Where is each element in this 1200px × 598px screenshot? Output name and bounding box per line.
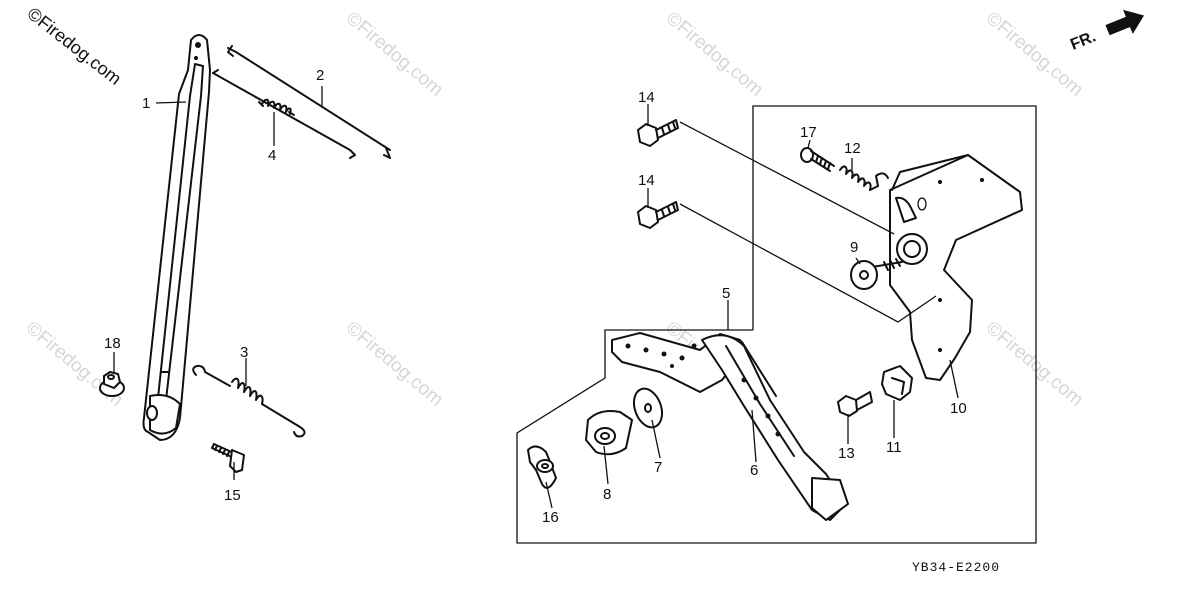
callout-18: 18 — [104, 335, 121, 352]
callout-13: 13 — [838, 445, 855, 462]
part-6-lever — [701, 334, 849, 521]
part-2-rod — [212, 45, 391, 159]
callout-6: 6 — [750, 462, 758, 479]
leader-lines — [113, 86, 959, 509]
part-13-bolt — [837, 391, 873, 417]
part-8-cam — [585, 410, 633, 456]
callout-14-lower: 14 — [638, 172, 655, 189]
part-15-bolt — [211, 443, 245, 473]
part-14-bolt-lower — [637, 201, 679, 229]
callout-12: 12 — [844, 140, 861, 157]
part-7-washer — [632, 387, 664, 429]
arrow-icon — [1105, 9, 1145, 36]
part-18-nut — [99, 371, 125, 397]
callout-14-upper: 14 — [638, 89, 655, 106]
part-10-plate — [889, 154, 1023, 381]
part-14-bolt-upper — [637, 119, 679, 147]
diagram-code: YB34-E2200 — [912, 560, 1000, 575]
part-3-spring — [192, 364, 306, 438]
callout-1: 1 — [142, 95, 150, 112]
part-1-arm — [142, 34, 211, 441]
callout-16: 16 — [542, 509, 559, 526]
watermark: ©Firedog.com — [662, 8, 767, 101]
part-4-spring — [258, 98, 295, 116]
callout-9: 9 — [850, 239, 858, 256]
callout-3: 3 — [240, 344, 248, 361]
part-17-bolt — [800, 147, 835, 172]
part-16-wingnut — [527, 445, 557, 489]
part-12-spring — [839, 165, 889, 191]
callout-17: 17 — [800, 124, 817, 141]
callout-8: 8 — [603, 486, 611, 503]
callout-7: 7 — [654, 459, 662, 476]
copyright-text: ©Firedog.com — [24, 3, 126, 89]
watermark: ©Firedog.com — [982, 8, 1087, 101]
callout-10: 10 — [950, 400, 967, 417]
callout-numbers: 1 2 4 3 18 15 5 6 7 8 16 9 10 11 12 13 1… — [104, 67, 967, 526]
callout-2: 2 — [316, 67, 324, 84]
watermark: ©Firedog.com — [342, 8, 447, 101]
watermark: ©Firedog.com — [982, 318, 1087, 411]
callout-11: 11 — [886, 439, 902, 456]
callout-4: 4 — [268, 147, 276, 164]
front-direction-indicator: FR. — [1068, 9, 1145, 54]
watermark: ©Firedog.com — [342, 318, 447, 411]
callout-15: 15 — [224, 487, 241, 504]
part-9-washer — [850, 258, 903, 290]
assembly-frame — [516, 105, 1037, 544]
bolt-alignment-lines — [679, 121, 937, 323]
front-label: FR. — [1068, 28, 1098, 53]
callout-5: 5 — [722, 285, 730, 302]
part-11-clip — [881, 365, 913, 401]
